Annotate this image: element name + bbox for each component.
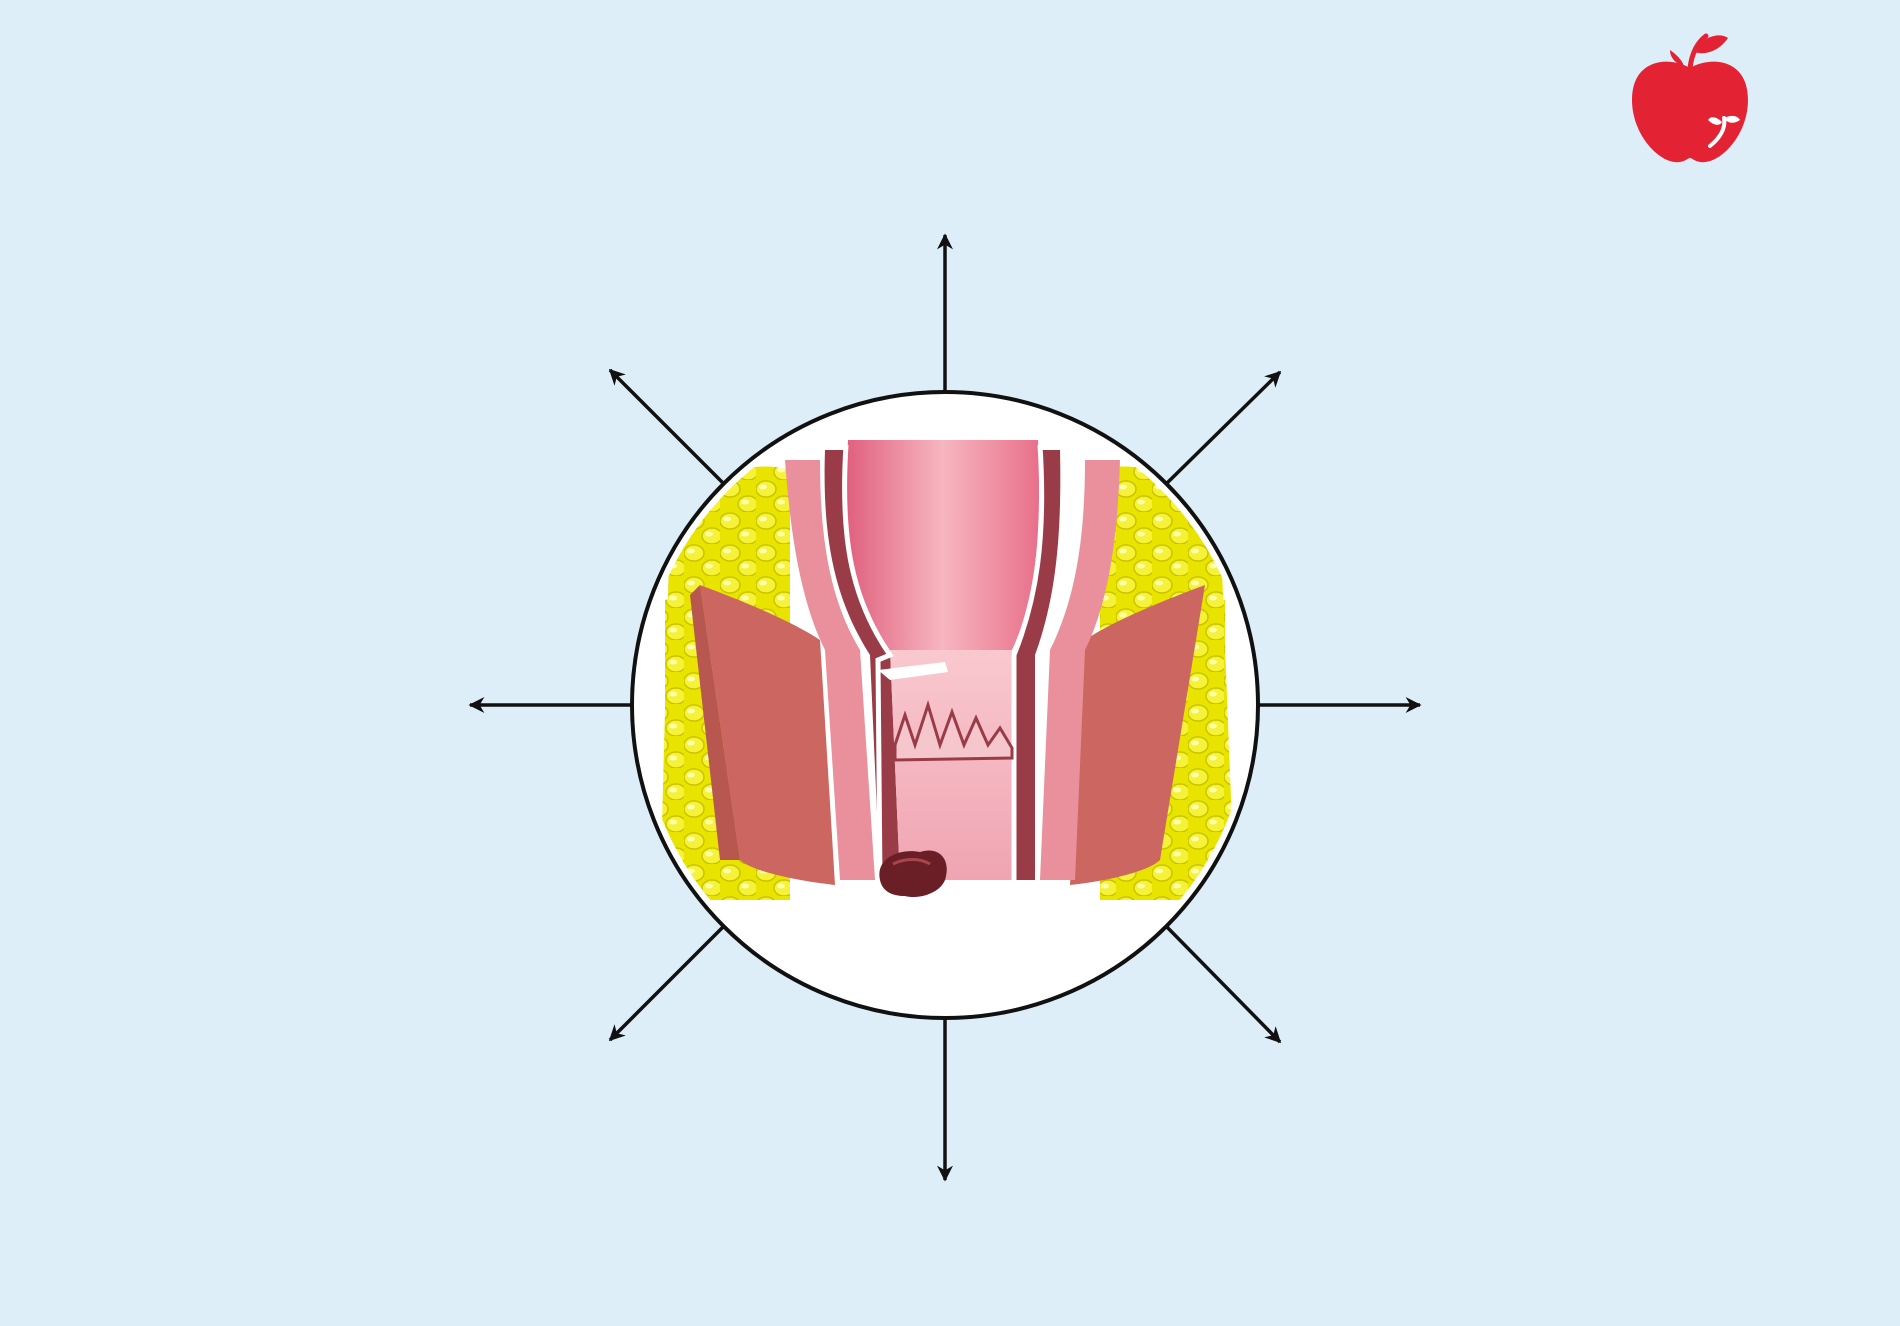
apple-logo-icon	[1632, 33, 1748, 163]
hemorrhoid	[879, 850, 947, 898]
arrow-up-right	[1162, 370, 1282, 488]
anatomy-illustration	[660, 440, 1235, 900]
arrow-down-left	[608, 922, 728, 1042]
arrow-up-left	[608, 368, 728, 488]
arrows	[468, 233, 1422, 1182]
arrow-down-right	[1162, 922, 1282, 1044]
